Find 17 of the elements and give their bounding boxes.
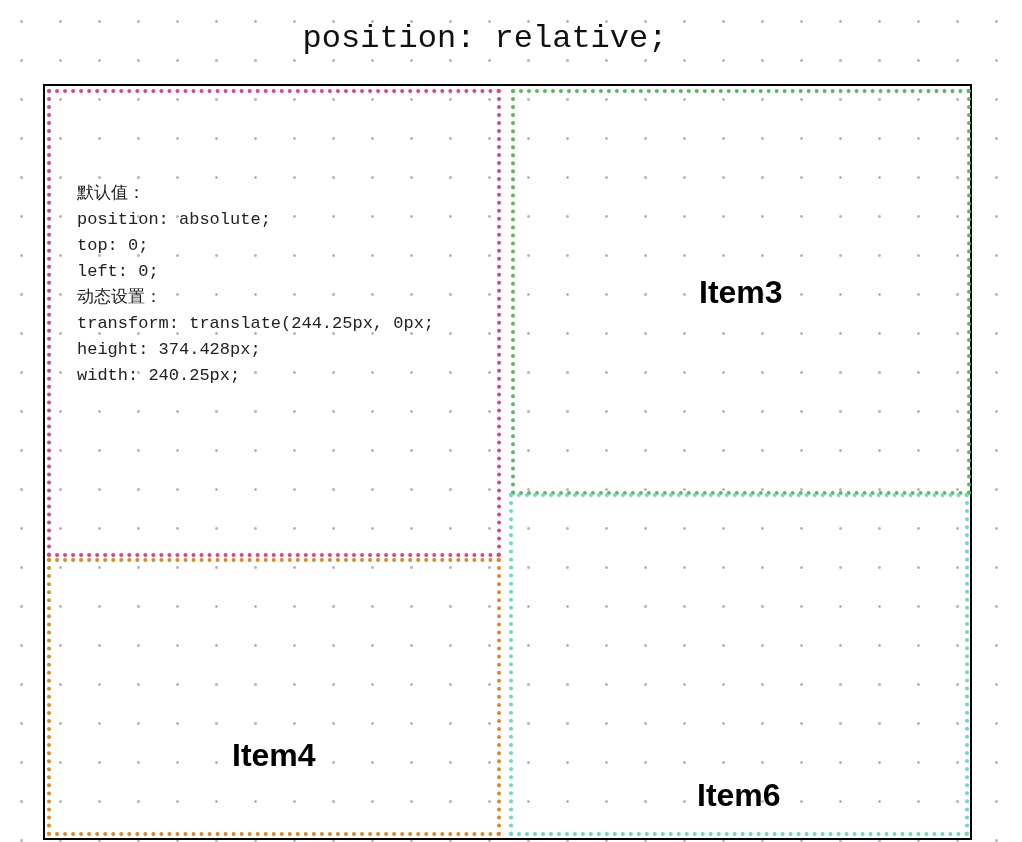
code-line: 默认值： xyxy=(77,183,145,205)
item-label: Item6 xyxy=(697,777,781,814)
item-box xyxy=(47,558,501,836)
item-label: Item4 xyxy=(232,737,316,774)
code-line: position: absolute; xyxy=(77,209,271,231)
heading: position: relative; xyxy=(302,20,668,57)
container-box xyxy=(43,84,972,840)
code-line: height: 374.428px; xyxy=(77,339,261,361)
code-line: width: 240.25px; xyxy=(77,365,241,387)
code-line: left: 0; xyxy=(77,261,159,283)
code-line: top: 0; xyxy=(77,235,149,257)
item-box xyxy=(511,89,971,495)
code-line: transform: translate(244.25px, 0px; xyxy=(77,313,435,335)
item-label: Item3 xyxy=(699,273,783,311)
item-box xyxy=(509,493,969,836)
item-box xyxy=(47,89,501,557)
code-line: 动态设置： xyxy=(77,287,162,309)
